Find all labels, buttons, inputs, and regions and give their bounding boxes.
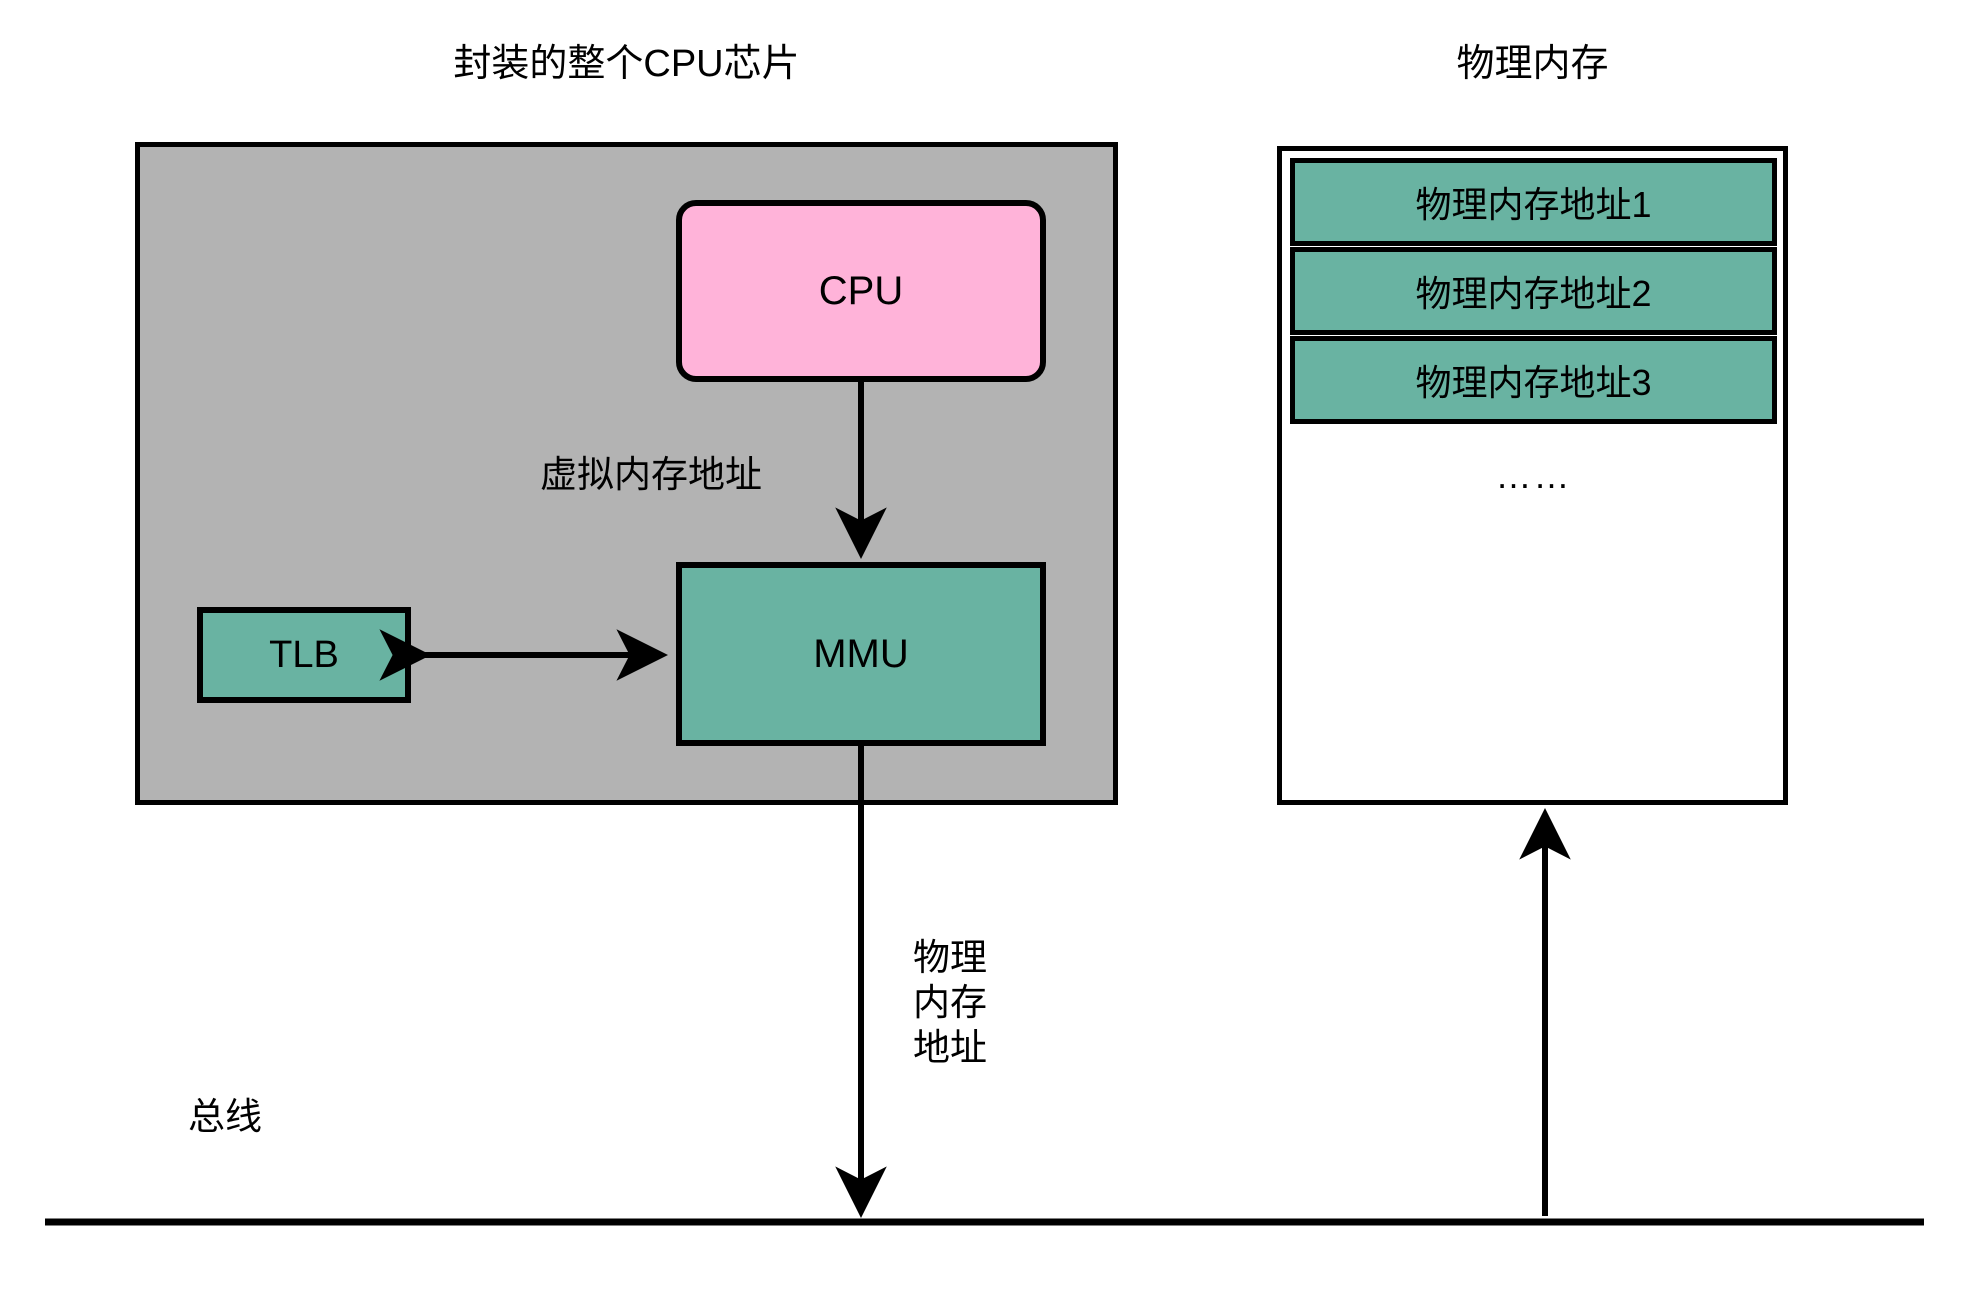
tlb-node[interactable]: TLB (197, 607, 411, 703)
cpu-node[interactable]: CPU (676, 200, 1046, 382)
physical-address-label-line-1: 物理 (913, 937, 987, 978)
mmu-node-label: MMU (813, 631, 909, 676)
memory-row[interactable]: 物理内存地址1 (1290, 158, 1777, 246)
physical-address-label-line-2: 内存 (913, 982, 987, 1024)
memory-ellipsis: …… (1495, 455, 1572, 496)
tlb-node-label: TLB (269, 633, 339, 676)
physical-address-label: 物理 内存 地址 (890, 935, 1010, 1070)
memory-title: 物理内存 (1456, 43, 1609, 85)
cpu-node-label: CPU (818, 268, 904, 313)
bus-label: 总线 (188, 1096, 262, 1137)
mmu-node[interactable]: MMU (676, 562, 1046, 746)
memory-row[interactable]: 物理内存地址2 (1290, 247, 1777, 335)
memory-row[interactable]: 物理内存地址3 (1290, 336, 1777, 424)
chip-title: 封装的整个CPU芯片 (453, 43, 800, 85)
virtual-address-label: 虚拟内存地址 (540, 454, 762, 495)
physical-memory-box: 物理内存地址1 物理内存地址2 物理内存地址3 …… (1277, 146, 1788, 805)
physical-address-label-line-3: 地址 (913, 1027, 987, 1069)
